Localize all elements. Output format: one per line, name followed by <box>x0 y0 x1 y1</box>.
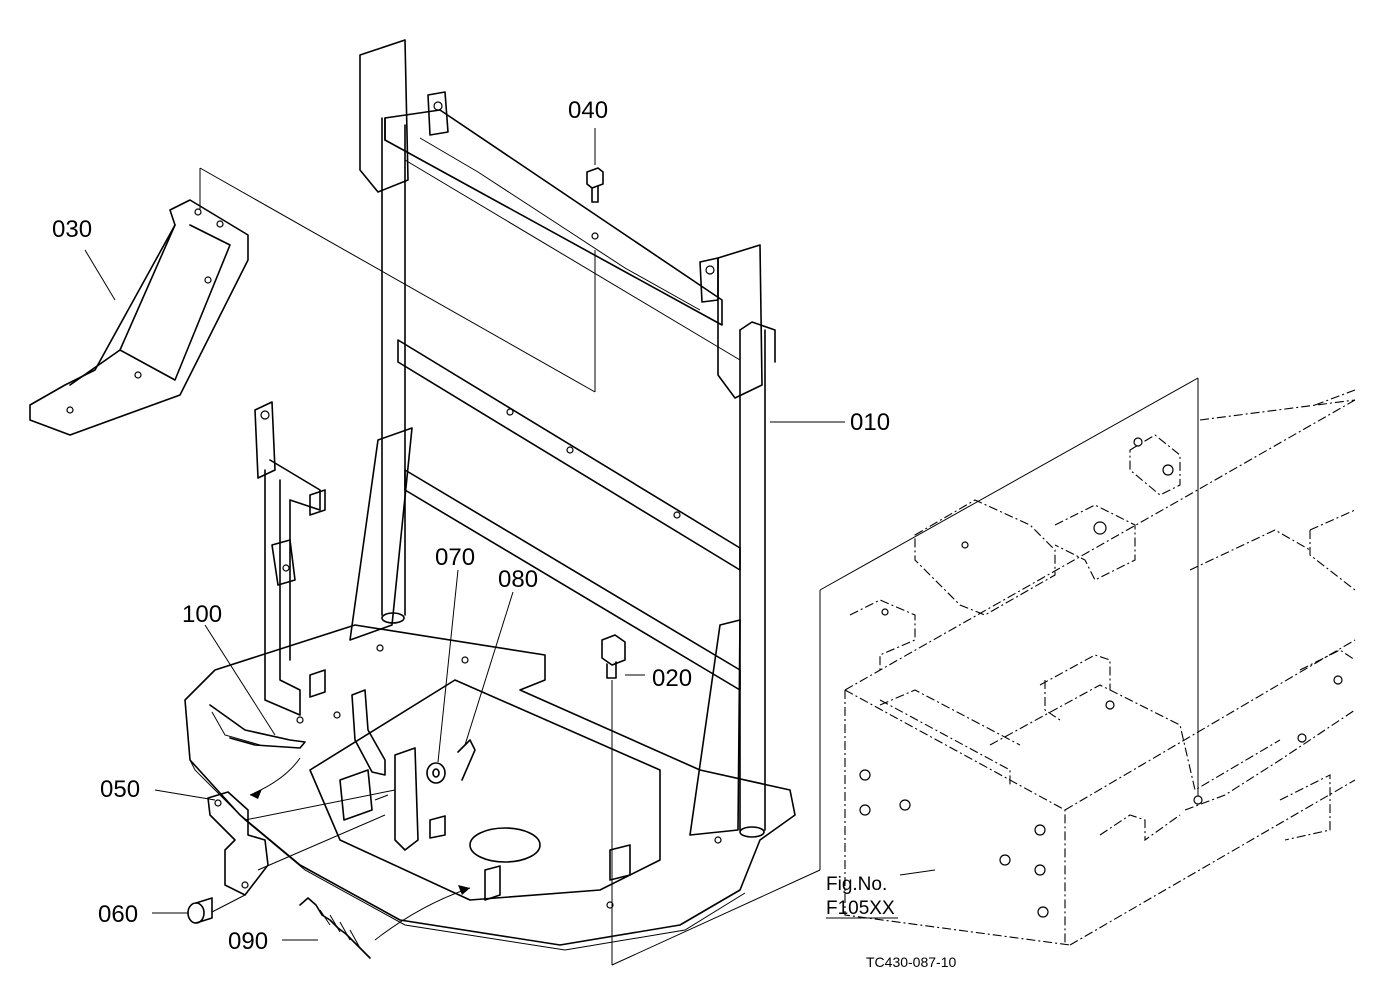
drawing-code: TC430-087-10 <box>866 954 956 970</box>
label-part-080: 080 <box>498 566 538 593</box>
pin-060 <box>187 897 213 924</box>
figure-ref-line2: F105XX <box>826 898 895 919</box>
exploded-centerlines <box>199 167 1199 966</box>
label-part-010: 010 <box>850 409 890 436</box>
label-part-040: 040 <box>568 97 608 124</box>
label-part-020: 020 <box>652 665 692 692</box>
label-part-070: 070 <box>435 544 475 571</box>
label-part-100: 100 <box>182 601 222 628</box>
pin-080 <box>457 739 476 781</box>
spring-090 <box>299 885 471 959</box>
bolt-040 <box>586 167 604 240</box>
label-part-030: 030 <box>52 216 92 243</box>
leader-lines <box>84 128 936 941</box>
washer-070 <box>426 762 446 784</box>
label-part-060: 060 <box>98 901 138 928</box>
bolt-020 <box>601 634 626 679</box>
reference-chassis-f105xx <box>844 389 1356 946</box>
label-part-050: 050 <box>100 776 140 803</box>
lever-bracket <box>254 401 326 716</box>
lever-plate-050 <box>207 791 269 896</box>
seat-frame-010 <box>184 39 796 951</box>
latch-assembly <box>339 689 419 851</box>
figure-ref-line1: Fig.No. <box>826 874 887 895</box>
clip-100 <box>209 704 306 799</box>
bracket-030 <box>29 199 249 436</box>
label-part-090: 090 <box>228 928 268 955</box>
